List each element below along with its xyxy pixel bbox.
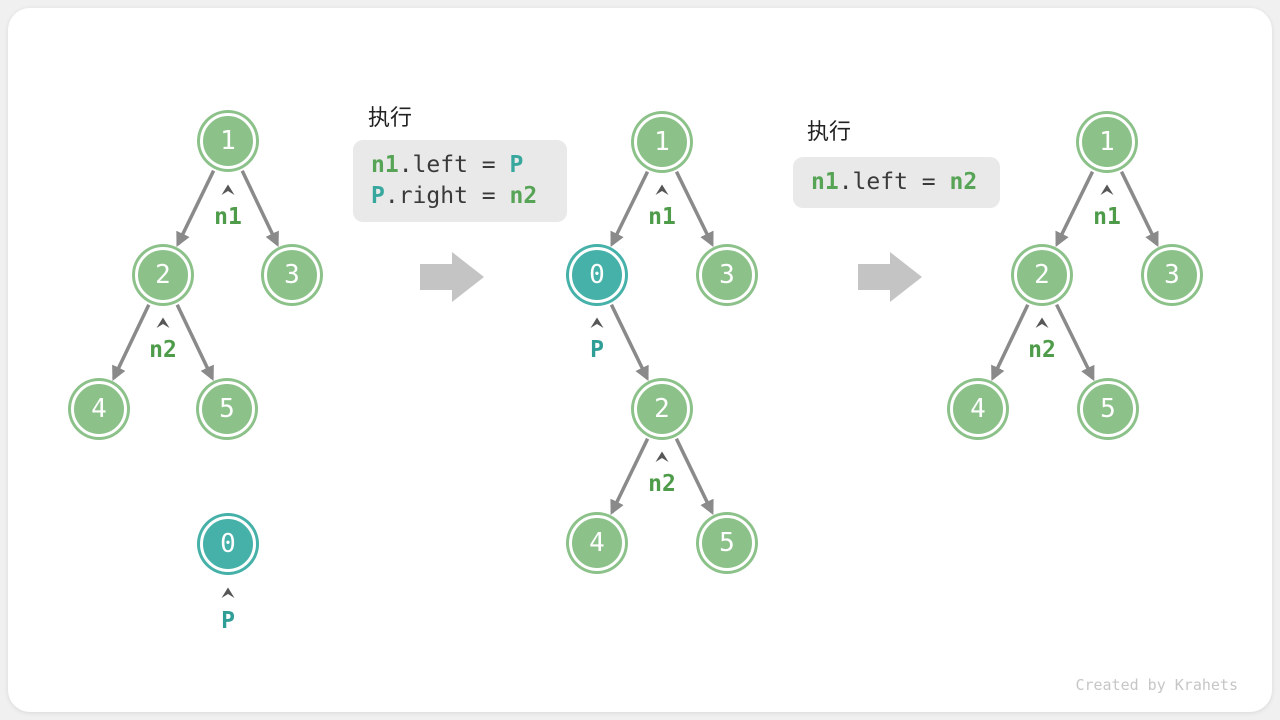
pointer-carets [156, 184, 1114, 598]
edge [176, 169, 216, 248]
tree2-pointer-n2: n2 [648, 471, 676, 497]
up-caret-icon [590, 317, 604, 328]
right-arrow-icon [420, 252, 484, 302]
tree1-pointer-n2: n2 [149, 337, 177, 363]
tree1-node-5: 5 [199, 381, 255, 437]
tree2-node-4: 4 [569, 515, 625, 571]
token-p: P [509, 152, 524, 178]
tree3-node-2: 2 [1014, 247, 1070, 303]
edge [175, 304, 214, 381]
up-caret-icon [655, 451, 669, 462]
edge [610, 437, 650, 516]
tree3-node-3: 3 [1144, 247, 1200, 303]
transition-arrows [420, 252, 922, 302]
tree3-node-5: 5 [1080, 381, 1136, 437]
up-caret-icon [1035, 317, 1049, 328]
tree3-node-4: 4 [950, 381, 1006, 437]
code-box-2: n1.left = n2 [793, 157, 1000, 208]
exec-title-2: 执行 [807, 119, 852, 144]
tree2-node-0: 0 [569, 247, 625, 303]
tree2-pointer-p: P [590, 337, 604, 363]
tree1-edges [112, 169, 279, 381]
tree3-node-1: 1 [1079, 114, 1135, 170]
up-caret-icon [156, 317, 170, 328]
exec-title-1: 执行 [368, 105, 413, 130]
up-caret-icon [1100, 184, 1114, 195]
tree2-pointer-n1: n1 [648, 204, 676, 230]
edge [112, 304, 151, 381]
code-box-1: n1.left = P P.right = n2 [353, 140, 567, 222]
code1-line2: P.right = n2 [371, 183, 537, 209]
right-arrow-icon [858, 252, 922, 302]
tree2-edges [609, 170, 714, 516]
tree3-edges [991, 170, 1159, 382]
tree1-node-3: 3 [264, 247, 320, 303]
credit-text: Created by Krahets [1075, 676, 1238, 694]
code2-line1: n1.left = n2 [811, 169, 977, 195]
edge [991, 304, 1030, 381]
tree2-node-2: 2 [634, 381, 690, 437]
edge [609, 303, 649, 382]
tree1-node-0-detached: 0 [200, 516, 256, 572]
edge [240, 170, 279, 247]
tree2-node-3: 3 [699, 247, 755, 303]
up-caret-icon [221, 587, 235, 598]
tree3-pointer-n2: n2 [1028, 337, 1056, 363]
tree3-pointer-n1: n1 [1093, 204, 1121, 230]
tree1-node-4: 4 [71, 381, 127, 437]
token-n2: n2 [509, 183, 538, 209]
code1-line1: n1.left = P [371, 152, 523, 178]
token-p: P [371, 183, 385, 209]
up-caret-icon [221, 184, 235, 195]
edge [1055, 170, 1095, 248]
edge [1119, 170, 1159, 248]
token-n1: n1 [371, 152, 399, 178]
token-plain: .right = [384, 183, 510, 209]
edge [1055, 303, 1095, 382]
edge [674, 170, 714, 248]
up-caret-icon [655, 184, 669, 195]
token-plain: .left = [838, 169, 950, 195]
tree2-node-1: 1 [634, 114, 690, 170]
tree1-node-1: 1 [200, 113, 256, 169]
tree2-node-5: 5 [699, 515, 755, 571]
tree1-pointer-p: P [221, 608, 235, 634]
tree1-pointer-n1: n1 [214, 204, 242, 230]
token-plain: .left = [398, 152, 510, 178]
token-n2: n2 [949, 169, 978, 195]
tree1-node-2: 2 [135, 247, 191, 303]
edge [610, 170, 650, 248]
token-n1: n1 [811, 169, 839, 195]
edge [674, 437, 714, 516]
